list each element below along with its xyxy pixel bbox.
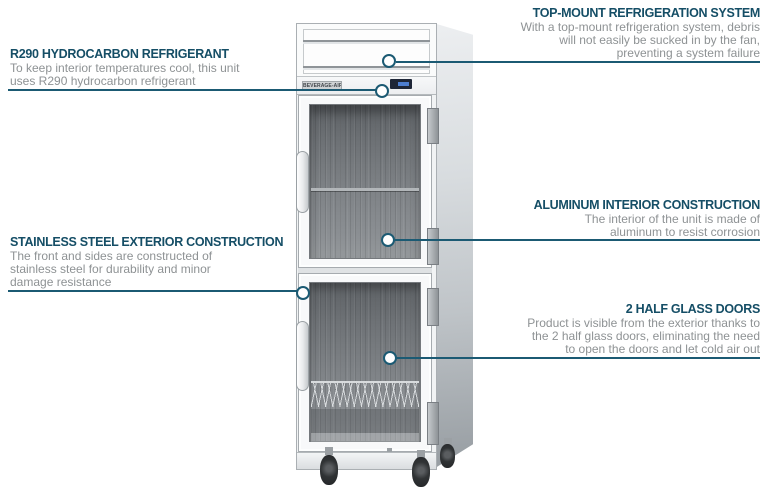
lower-door-handle	[296, 321, 309, 391]
callout-title: 2 HALF GLASS DOORS	[625, 302, 761, 316]
callout-dot-aluminum	[381, 233, 395, 247]
drain-fitting	[387, 448, 392, 452]
door-hinge	[427, 402, 439, 445]
temperature-display	[390, 79, 412, 89]
callout-line-r290	[8, 89, 376, 91]
callout-title: STAINLESS STEEL EXTERIOR CONSTRUCTION	[10, 235, 284, 249]
callout-body: With a top-mount refrigeration system, d…	[520, 20, 760, 60]
caster-wheel	[320, 455, 338, 485]
interior-floor	[311, 433, 419, 442]
callout-line-stainless	[8, 290, 297, 292]
callout-stainless: STAINLESS STEEL EXTERIOR CONSTRUCTION Th…	[10, 235, 283, 289]
callout-glass-doors: 2 HALF GLASS DOORS Product is visible fr…	[520, 302, 760, 356]
callout-line-top-mount	[396, 61, 760, 63]
upper-door-glass	[309, 104, 421, 259]
interior-shelf-edge	[311, 188, 419, 191]
callout-dot-stainless	[296, 286, 310, 300]
door-hinge	[427, 228, 439, 265]
caster-mount	[417, 450, 425, 458]
callout-body: The interior of the unit is made of alum…	[584, 212, 760, 239]
interior-shadow	[311, 409, 419, 433]
wire-shelf	[311, 381, 419, 407]
callout-body: To keep interior temperatures cool, this…	[10, 61, 240, 88]
louver-line	[303, 40, 430, 42]
callout-title: ALUMINUM INTERIOR CONSTRUCTION	[533, 198, 761, 212]
callout-title: R290 HYDROCARBON REFRIGERANT	[10, 47, 229, 61]
lower-door-glass	[309, 282, 421, 442]
door-hinge	[427, 288, 439, 326]
callout-dot-r290	[375, 84, 389, 98]
door-hinge	[427, 108, 439, 144]
caster-mount	[325, 447, 333, 455]
louver-line	[303, 66, 430, 68]
door-divider	[298, 268, 432, 273]
display-digits	[398, 82, 409, 86]
callout-line-aluminum	[395, 239, 760, 241]
callout-body: The front and sides are constructed of s…	[10, 249, 213, 289]
callout-dot-top-mount	[382, 54, 396, 68]
callout-r290: R290 HYDROCARBON REFRIGERANT To keep int…	[10, 47, 242, 88]
caster-mount	[444, 438, 452, 446]
callout-dot-glass-doors	[383, 351, 397, 365]
callout-body: Product is visible from the exterior tha…	[527, 316, 760, 356]
caster-wheel	[440, 444, 455, 468]
callout-top-mount: TOP-MOUNT REFRIGERATION SYSTEM With a to…	[514, 6, 761, 60]
callout-title: TOP-MOUNT REFRIGERATION SYSTEM	[532, 6, 761, 20]
cabinet-side-panel	[435, 23, 473, 469]
callout-aluminum: ALUMINUM INTERIOR CONSTRUCTION The inter…	[533, 198, 761, 239]
brand-label: BEVERAGE-AIR	[303, 82, 341, 90]
caster-wheel	[412, 457, 430, 487]
upper-door-handle	[296, 151, 309, 213]
callout-line-glass-doors	[397, 357, 760, 359]
